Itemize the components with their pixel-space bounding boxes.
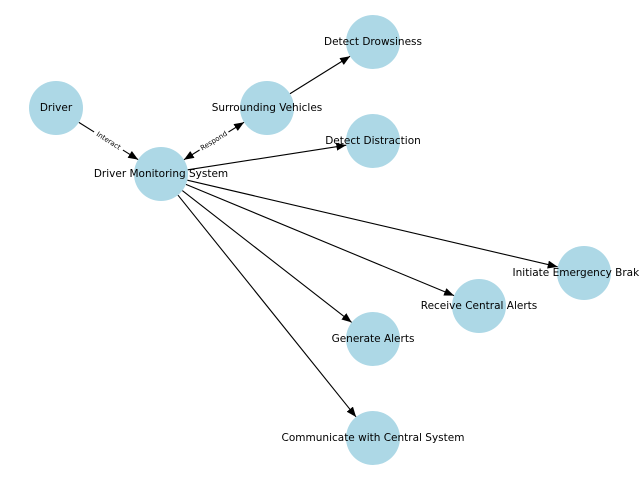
edge-dms-to-communicate [177, 194, 357, 418]
edge-label-background [196, 127, 232, 155]
edge-label: Interact [95, 130, 123, 151]
edges-layer: Interact Respond [78, 55, 558, 418]
node-label-distraction: Detect Distraction [325, 135, 421, 147]
edge-dms-to-central_alerts [185, 183, 455, 297]
node-drowsiness [346, 15, 400, 69]
node-distraction [346, 114, 400, 168]
edge-label-background [91, 127, 126, 155]
node-generate-alerts [346, 312, 400, 366]
node-surrounding [240, 81, 294, 135]
node-braking [557, 246, 611, 300]
node-label-drowsiness: Detect Drowsiness [324, 36, 422, 48]
node-central-alerts [452, 279, 506, 333]
node-label-braking: Initiate Emergency Braking [513, 267, 640, 279]
nodes-layer [29, 15, 611, 465]
edge-dms-to-generate_alerts [181, 190, 353, 323]
node-label-driver: Driver [40, 102, 73, 114]
edge-label: Respond [199, 130, 229, 153]
node-label-communicate: Communicate with Central System [282, 432, 465, 444]
edge-surrounding-to-drowsiness [289, 55, 351, 95]
node-dms [134, 147, 188, 201]
edge-dms-to-distraction [187, 142, 347, 171]
node-label-dms: Driver Monitoring System [94, 168, 228, 180]
node-communicate [346, 411, 400, 465]
node-label-surrounding: Surrounding Vehicles [212, 102, 323, 114]
node-label-central-alerts: Receive Central Alerts [421, 300, 537, 312]
edge-dms-to-braking [187, 179, 558, 269]
node-label-generate-alerts: Generate Alerts [332, 333, 415, 345]
node-driver [29, 81, 83, 135]
